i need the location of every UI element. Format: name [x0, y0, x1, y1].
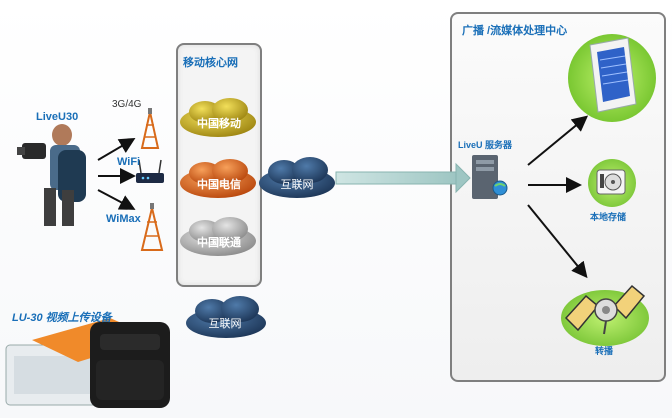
- link-label-3g4g: 3G/4G: [112, 99, 142, 110]
- carrier-cloud-china-telecom: [180, 159, 256, 198]
- relay-label: 转播: [595, 346, 614, 356]
- local-storage-icon: [588, 159, 636, 207]
- satellite-relay-icon: [561, 284, 649, 346]
- carrier-label-china-telecom: 中国电信: [197, 179, 241, 191]
- data-pipe-arrow: [335, 162, 471, 194]
- cell-tower-icon-wimax: [140, 203, 164, 251]
- storage-label: 本地存储: [590, 212, 627, 222]
- cell-tower-icon-3g4g: [140, 108, 160, 149]
- core-network-title: 移动核心网: [183, 57, 238, 69]
- processing-center-title: 广播 /流媒体处理中心: [462, 25, 568, 37]
- broadcast-server-rack-icon: [568, 34, 656, 122]
- wifi-router-icon: [136, 159, 164, 183]
- internet-cloud-lower: [186, 296, 266, 338]
- carrier-label-china-mobile: 中国移动: [197, 118, 241, 130]
- carrier-cloud-china-unicom: [180, 217, 256, 256]
- device-label: LiveU30: [36, 111, 79, 123]
- carrier-label-china-unicom: 中国联通: [197, 237, 241, 249]
- link-label-wimax: WiMax: [106, 213, 141, 225]
- internet-label-main: 互联网: [280, 179, 314, 191]
- internet-label-lower: 互联网: [208, 318, 242, 330]
- internet-cloud-main: [259, 157, 335, 198]
- link-label-wifi: WiFi: [117, 156, 141, 168]
- upload-device-label: LU-30 视频上传设备: [12, 312, 112, 324]
- server-label: LiveU 服务器: [458, 140, 513, 150]
- lu30-device-photo: [5, 318, 170, 408]
- carrier-cloud-china-mobile: [180, 98, 256, 137]
- reporter-icon: [17, 124, 86, 226]
- liveu-server-icon: [472, 155, 508, 199]
